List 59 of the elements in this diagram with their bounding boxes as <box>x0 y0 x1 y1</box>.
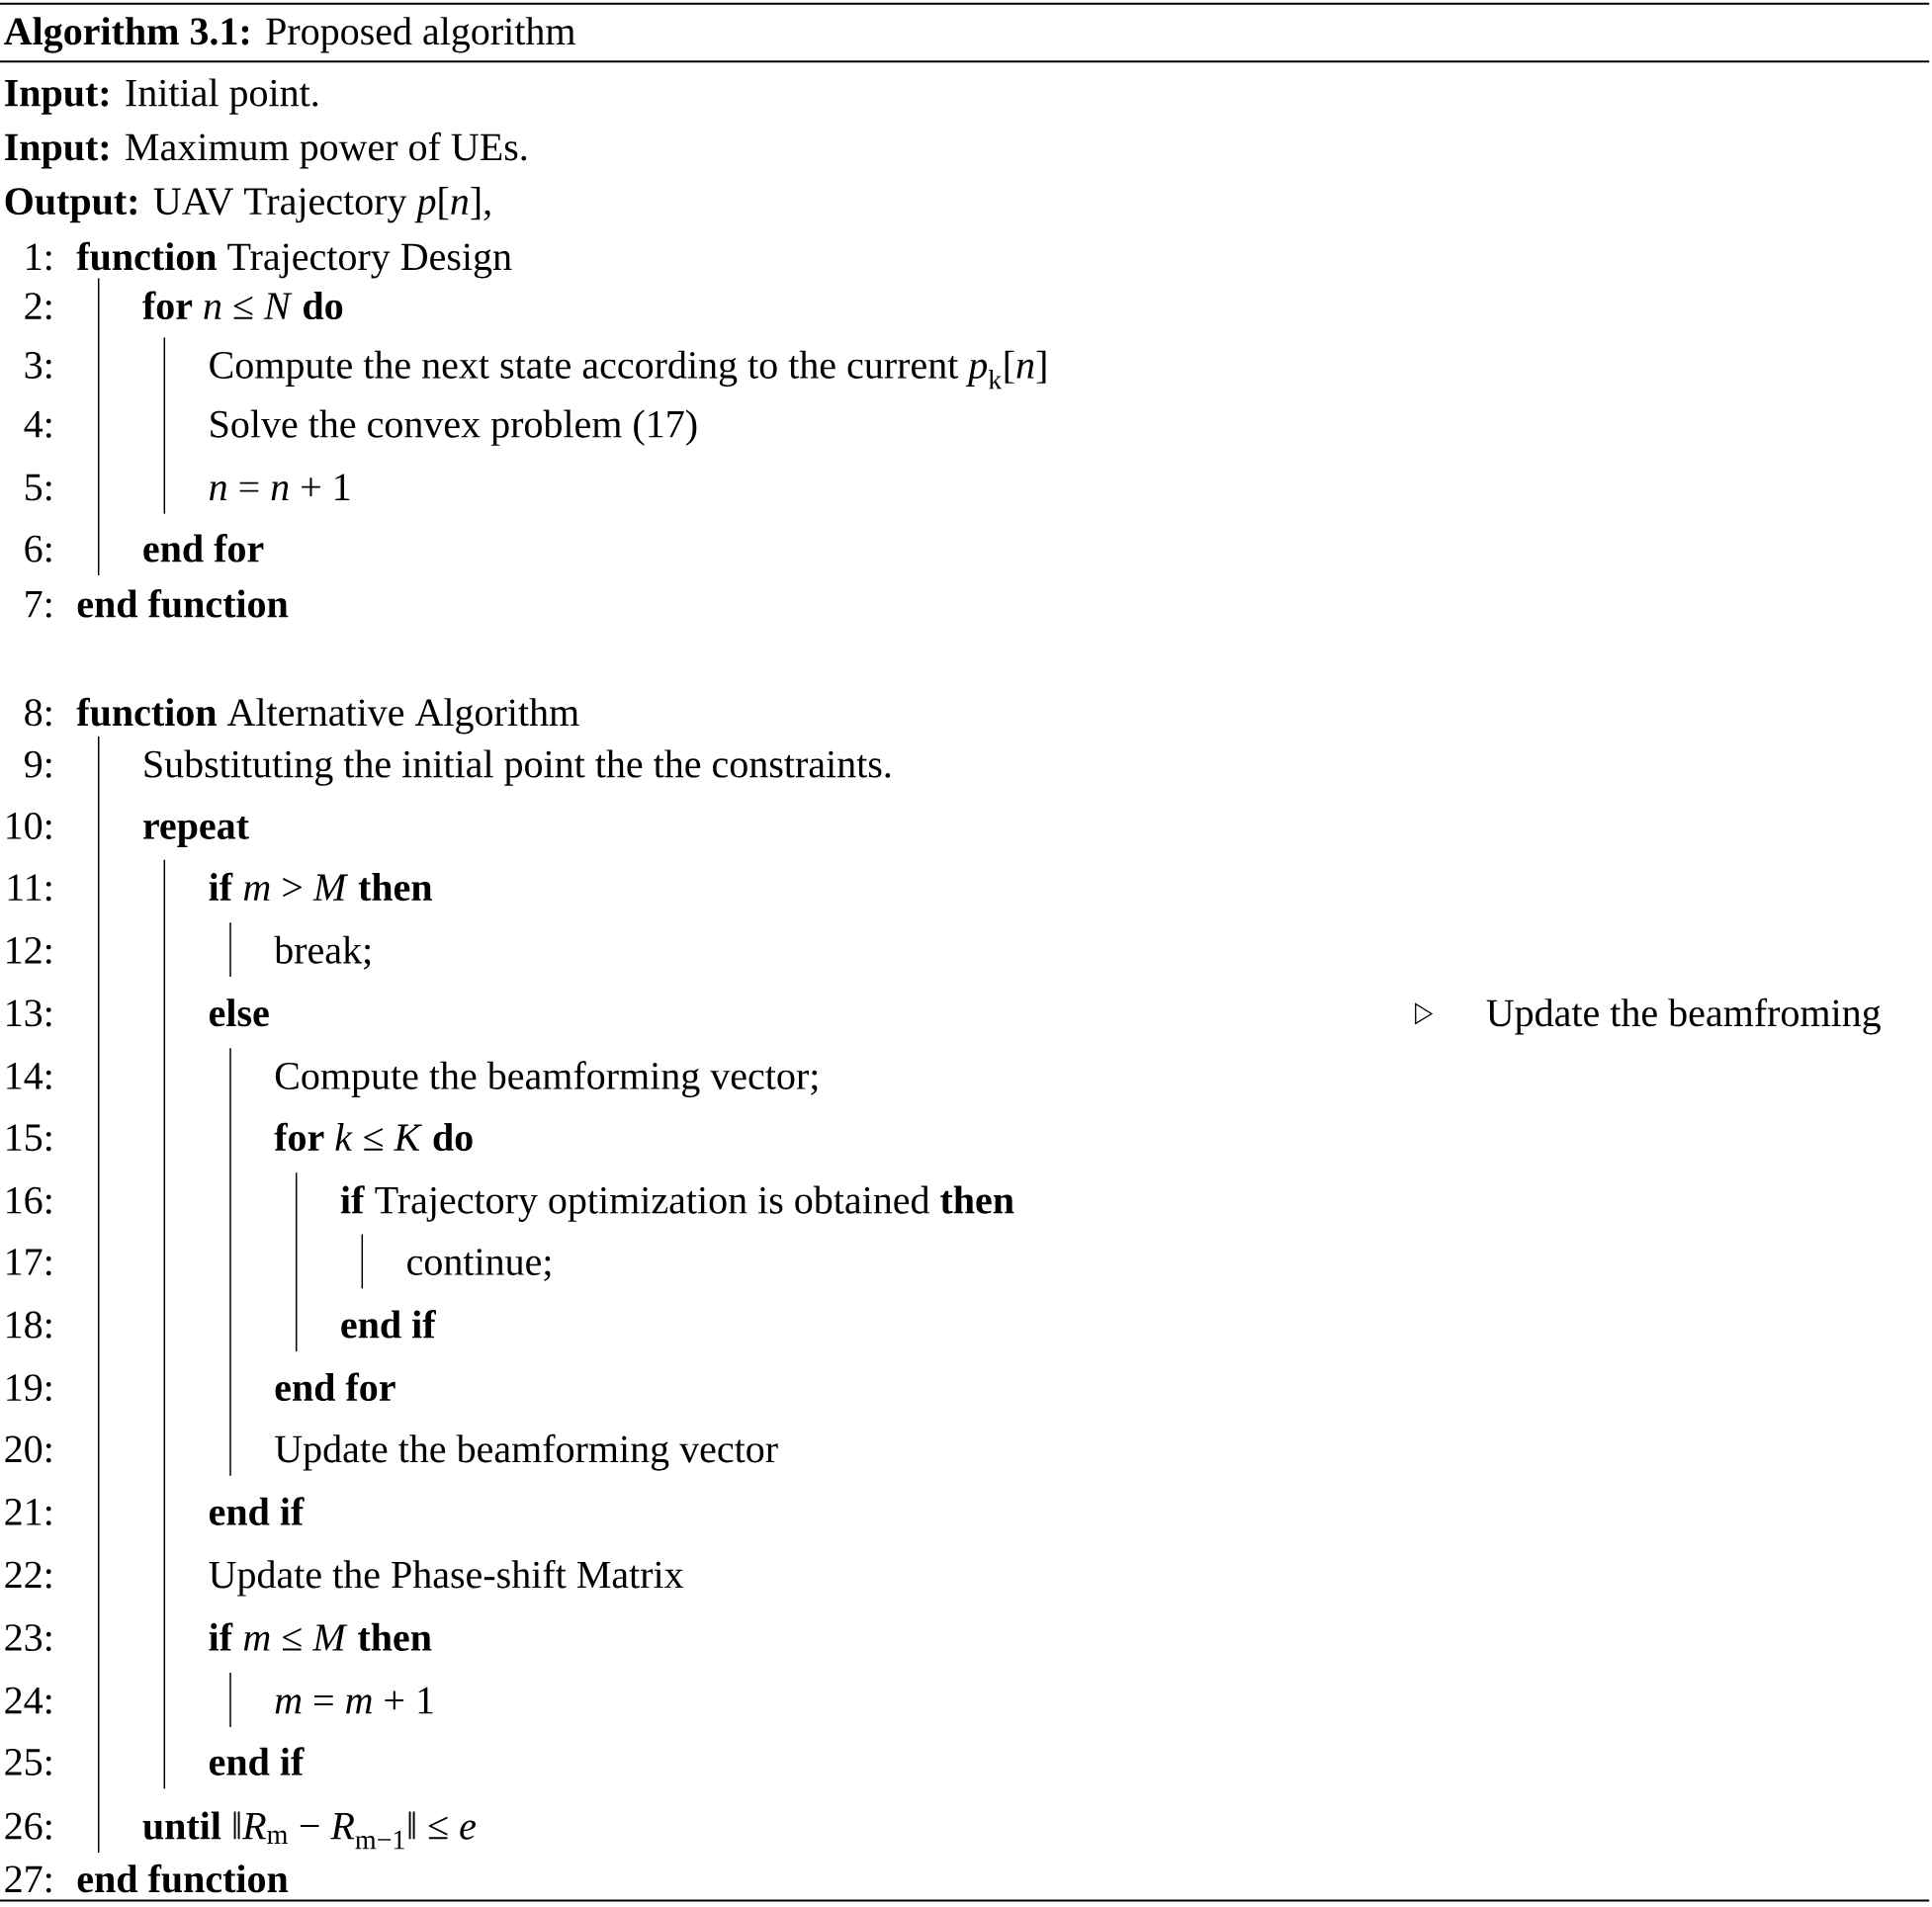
code-line: for k ≤ K do <box>274 1122 473 1152</box>
code-line: end for <box>275 1372 395 1402</box>
algorithm-title: Algorithm 3.1: Proposed algorithm <box>4 17 575 53</box>
code-line: Update the beamforming vector <box>275 1433 778 1471</box>
io-line: Output: UAV Trajectory p[n], <box>5 187 490 223</box>
line-number: 1: <box>27 243 51 271</box>
code-line: Substituting the initial point the the constraints. <box>144 749 891 786</box>
line-number: 22: <box>5 1561 51 1589</box>
code-line: repeat <box>142 817 249 847</box>
line-number: 24: <box>5 1687 51 1714</box>
io-line: Input: Maximum power of UEs. <box>5 131 527 169</box>
code-line: Compute the beamforming vector; <box>275 1061 818 1098</box>
line-number: 23: <box>5 1624 51 1652</box>
line-number: 3: <box>25 352 51 380</box>
code-line: end for <box>143 534 264 563</box>
line-number: 7: <box>26 591 51 618</box>
line-number: 11: <box>8 874 51 902</box>
code-line: for n ≤ N do <box>142 291 343 320</box>
io-line: Input: Initial point. <box>5 78 318 115</box>
line-number: 13: <box>7 999 51 1027</box>
code-line: end function <box>77 1864 289 1893</box>
code-line: Compute the next state according to the current p$_{k}$[n] <box>210 350 1046 390</box>
line-number: 25: <box>5 1749 51 1777</box>
code-line: Update the Phase-shift Matrix <box>209 1559 684 1597</box>
line-number: 16: <box>7 1186 51 1214</box>
line-number: 4: <box>24 411 51 438</box>
code-line: continue; <box>407 1249 551 1281</box>
line-number: 2: <box>25 293 51 320</box>
line-number: 19: <box>7 1374 51 1402</box>
code-line: if m ≤ M then <box>209 1622 432 1651</box>
line-number: 18: <box>7 1311 51 1339</box>
code-line: break; <box>274 935 371 970</box>
line-number: 17: <box>7 1249 51 1276</box>
line-number: 10: <box>7 812 51 840</box>
comment: Update the beamfroming <box>1486 997 1881 1035</box>
line-number: 5: <box>26 474 51 501</box>
line-number: 15: <box>7 1124 51 1152</box>
code-line: until ‖R$_{m}$ − R$_{m−1}$‖ ≤ e <box>142 1811 476 1850</box>
code-line: m = m + 1 <box>275 1687 433 1714</box>
code-line: end if <box>209 1747 305 1776</box>
line-number: 20: <box>5 1435 51 1463</box>
line-number: 8: <box>25 699 51 727</box>
code-line: end if <box>209 1497 305 1525</box>
line-number: 21: <box>5 1499 51 1526</box>
code-line: end function <box>77 589 289 618</box>
code-line: function Alternative Algorithm <box>76 697 579 735</box>
line-number: 12: <box>7 936 51 964</box>
code-line: n = n + 1 <box>210 474 350 500</box>
line-number: 26: <box>5 1812 51 1840</box>
code-line: else <box>209 998 269 1027</box>
code-line: if Trajectory optimization is obtained then <box>340 1185 1014 1222</box>
code-line: if m > M then <box>209 872 432 902</box>
code-line: end if <box>341 1310 436 1339</box>
line-number: 27: <box>5 1865 51 1893</box>
line-number: 9: <box>25 750 51 778</box>
line-number: 6: <box>25 535 51 563</box>
code-line: Solve the convex problem (17) <box>211 409 697 446</box>
code-line: function Trajectory Design <box>76 241 512 279</box>
line-number: 14: <box>7 1063 51 1090</box>
